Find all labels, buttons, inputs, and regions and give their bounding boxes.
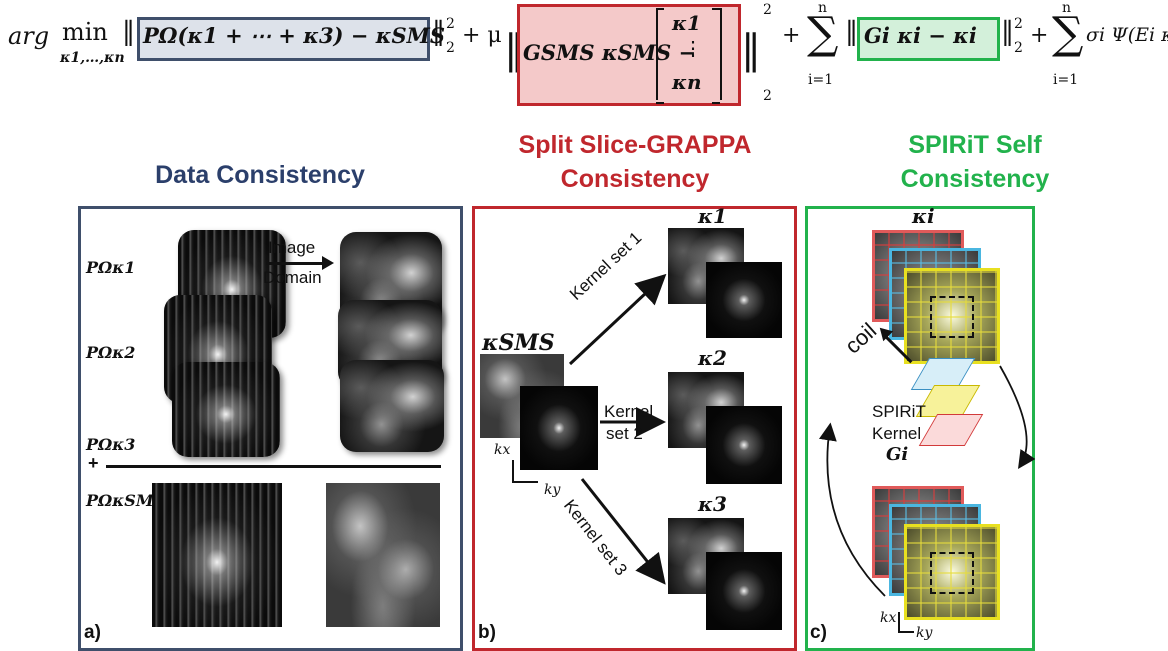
panel-split-slice-grappa (472, 206, 797, 651)
norm-close-2: ‖ (741, 27, 761, 73)
vector-bracket-right-ends (712, 8, 720, 104)
coil-image-yellow-bottom (904, 524, 1000, 620)
kernel-region-top (930, 296, 974, 338)
norm-sq-1: 2 (446, 16, 455, 32)
aliased-image-sms (326, 483, 440, 627)
grappa-title-line1: Split Slice-GRAPPA (518, 131, 752, 159)
label-ky-c: ky (916, 625, 933, 641)
norm-close-1: ‖ (432, 17, 445, 47)
slice3-kspace (706, 552, 782, 630)
sms-kspace (520, 386, 598, 470)
label-p-ksms: PΩκSMS (86, 491, 166, 510)
panel-a-label: a) (84, 622, 101, 643)
sum2-bot: i=1 (1053, 72, 1079, 88)
vec-top: κ1 (672, 11, 701, 35)
ky-axis-c (898, 631, 914, 633)
label-p-k1: PΩκ1 (86, 258, 136, 277)
label-ksms: κSMS (482, 330, 555, 356)
sum1-top: n (818, 0, 828, 16)
sum1-bot: i=1 (808, 72, 834, 88)
norm-sq-3: 2 (1014, 16, 1023, 32)
spirit-title: SPIRiT Self Consistency (810, 128, 1140, 196)
eq-plus-mu: + μ (462, 23, 502, 48)
label-ki: κi (912, 204, 935, 228)
vec-mid: ⋮ (683, 36, 703, 60)
grappa-term-box (517, 4, 741, 106)
slice1-kspace (706, 262, 782, 338)
sum-line (106, 465, 441, 468)
grappa-title-line2: Consistency (560, 165, 710, 193)
label-p-k2: PΩκ2 (86, 343, 136, 362)
kernel-label: Kernel (872, 424, 922, 443)
panel-c-label: c) (810, 622, 827, 643)
spirit-cycle-arrows (818, 365, 1035, 597)
image-domain-arrowhead (322, 256, 334, 270)
ky-axis (512, 481, 538, 483)
kx-axis (512, 460, 514, 482)
panel-b-label: b) (478, 622, 496, 643)
eq-term2: GSMS κSMS − (523, 40, 697, 65)
kernel-set-2-label-2: set 2 (606, 424, 643, 443)
kspace-sms (152, 483, 282, 627)
spirit-term-box (857, 17, 1000, 61)
arrow-text-image: Image (268, 238, 316, 257)
spirit-title-line2: Consistency (900, 165, 1050, 193)
vector-bracket-left-ends (656, 8, 664, 104)
label-kx-b: kx (494, 442, 511, 458)
slice2-kspace (706, 406, 782, 484)
label-kx-c: kx (880, 610, 897, 626)
norm-sub-3: 2 (1014, 40, 1023, 56)
eq-term4: σi Ψ(Ei κi) (1086, 24, 1168, 46)
eq-arg: arg (8, 22, 50, 50)
grappa-title: Split Slice-GRAPPA Consistency (470, 128, 800, 196)
panel-data-consistency (78, 206, 463, 651)
norm-sub-1: 2 (446, 40, 455, 56)
norm-sub-2: 2 (763, 88, 772, 104)
data-consistency-title: Data Consistency (155, 161, 365, 189)
spirit-title-line1: SPIRiT Self (908, 131, 1042, 159)
sum2-sigma: ∑ (1052, 8, 1084, 59)
label-k1: κ1 (698, 204, 727, 228)
sum1-sigma: ∑ (807, 8, 839, 59)
kernel-region-bottom (930, 552, 974, 594)
label-k3: κ3 (698, 492, 727, 516)
label-gi: Gi (886, 444, 909, 465)
kernel-set-2-label-1: Kernel (604, 402, 654, 421)
eq-plus-2: + (1030, 23, 1049, 48)
label-ky-b: ky (544, 482, 561, 498)
norm-open-3: ‖ (845, 17, 858, 47)
sum2-top: n (1062, 0, 1072, 16)
kspace-image-3 (172, 362, 280, 457)
eq-min-sub: κ1,…,κn (60, 50, 125, 66)
norm-open-1: ‖ (122, 17, 135, 47)
eq-term1: PΩ(κ1 + ⋯ + κ3) − κSMS (143, 23, 446, 48)
eq-plus-1: + (782, 23, 801, 48)
vector-bracket (656, 8, 722, 100)
arrow-text-domain: Domain (263, 268, 322, 287)
panel-spirit-self-consistency (805, 206, 1035, 651)
spirit-label: SPIRiT (872, 402, 926, 421)
norm-sq-2: 2 (763, 2, 772, 18)
image-domain-3 (340, 360, 444, 452)
image-domain-arrow (266, 262, 324, 265)
label-k2: κ2 (698, 346, 727, 370)
plus-sign: + (88, 453, 99, 473)
label-p-k3: PΩκ3 (86, 435, 136, 454)
eq-term3: Gi κi − κi (864, 23, 977, 48)
norm-close-3: ‖ (1001, 17, 1014, 47)
eq-min: min (62, 18, 108, 46)
grappa-arrows (568, 273, 667, 585)
data-consistency-term-box (137, 17, 430, 61)
kx-axis-c (898, 612, 900, 632)
vec-bot: κn (672, 70, 702, 94)
